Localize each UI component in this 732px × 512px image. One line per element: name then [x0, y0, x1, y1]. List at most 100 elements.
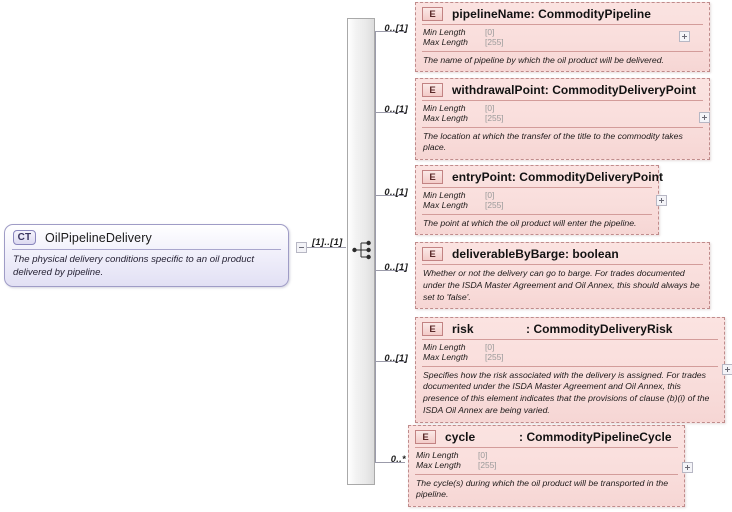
element-header: E deliverableByBarge : boolean: [416, 243, 709, 264]
root-node-title: OilPipelineDelivery: [45, 230, 152, 245]
facet-min-length: Min Length [0]: [423, 190, 652, 200]
facet-max-length: Max Length [255]: [423, 113, 703, 123]
element-divider: [422, 24, 703, 25]
element-header: E pipelineName : CommodityPipeline: [416, 3, 709, 24]
cardinality-label-cycle: 0..*: [390, 453, 406, 464]
root-connector-line: [307, 247, 346, 248]
expand-withdrawalpoint-icon[interactable]: [699, 112, 710, 123]
facet-max-length-value: [255]: [485, 37, 504, 48]
element-facets: Min Length [0] Max Length [255]: [416, 340, 724, 366]
expand-risk-icon[interactable]: [722, 364, 732, 375]
facet-min-length: Min Length [0]: [416, 450, 678, 460]
complex-type-badge-icon: CT: [13, 230, 36, 245]
element-header: E cycle : CommodityPipelineCycle: [409, 426, 684, 447]
element-type: : CommodityDeliveryPoint: [512, 170, 663, 184]
facet-max-length-label: Max Length: [423, 352, 468, 363]
root-node-header: CT OilPipelineDelivery: [5, 225, 288, 249]
element-box-risk[interactable]: E risk : CommodityDeliveryRisk Min Lengt…: [415, 317, 725, 423]
element-type-separator: :: [526, 322, 531, 336]
element-type-name: CommodityPipeline: [538, 7, 651, 21]
facet-min-length: Min Length [0]: [423, 103, 703, 113]
element-name: deliverableByBarge: [452, 247, 565, 261]
element-type-name: boolean: [572, 247, 619, 261]
collapse-root-icon[interactable]: [296, 242, 307, 253]
element-description: The name of pipeline by which the oil pr…: [423, 54, 664, 65]
facet-max-length: Max Length [255]: [416, 460, 678, 470]
element-divider: [422, 264, 703, 265]
cardinality-label-withdrawalpoint: 0..[1]: [384, 103, 408, 114]
facet-min-length-label: Min Length: [423, 342, 466, 352]
element-badge-icon: E: [422, 170, 443, 184]
facet-max-length-label: Max Length: [423, 37, 468, 48]
root-cardinality-label: [1]..[1]: [312, 236, 343, 247]
tree-branch-stub: [375, 112, 407, 113]
element-box-deliverablebybarge[interactable]: E deliverableByBarge : boolean Whether o…: [415, 242, 710, 310]
element-type-name: CommodityDeliveryPoint: [552, 83, 696, 97]
root-node-description: The physical delivery conditions specifi…: [13, 254, 255, 278]
cardinality-label-risk: 0..[1]: [384, 352, 408, 363]
tree-branch-stub: [375, 270, 407, 271]
element-header: E entryPoint : CommodityDeliveryPoint: [416, 166, 663, 187]
facet-max-length: Max Length [255]: [423, 352, 718, 362]
element-divider: [422, 50, 703, 52]
element-badge-icon: E: [422, 83, 443, 97]
root-node-divider: [12, 249, 281, 250]
facet-max-length-label: Max Length: [423, 113, 468, 124]
element-type-separator: :: [544, 83, 549, 97]
element-divider: [422, 339, 718, 340]
facet-max-length: Max Length [255]: [423, 37, 703, 47]
facet-min-length: Min Length [0]: [423, 342, 718, 352]
element-description: The cycle(s) during which the oil produc…: [416, 477, 669, 500]
element-divider: [422, 365, 718, 367]
expand-cycle-icon[interactable]: [682, 462, 693, 473]
element-facets: Min Length [0] Max Length [255]: [416, 188, 658, 214]
element-facets: Min Length [0] Max Length [255]: [416, 25, 709, 51]
element-type-separator: :: [530, 7, 535, 21]
facet-min-length-value: [0]: [485, 342, 495, 352]
element-name: pipelineName: [452, 7, 531, 21]
element-facets: Min Length [0] Max Length [255]: [409, 448, 684, 474]
facet-min-length-label: Min Length: [423, 27, 466, 37]
expand-pipelinename-icon[interactable]: [679, 31, 690, 42]
element-type: : CommodityPipeline: [531, 7, 651, 21]
element-name: cycle: [445, 430, 476, 444]
element-type-name: CommodityDeliveryRisk: [533, 322, 673, 336]
element-name: withdrawalPoint: [452, 83, 545, 97]
facet-max-length-value: [255]: [485, 352, 504, 363]
element-badge-icon: E: [422, 322, 443, 336]
element-description: Whether or not the delivery can go to ba…: [423, 268, 700, 302]
element-type-separator: :: [519, 430, 524, 444]
element-box-withdrawalpoint[interactable]: E withdrawalPoint : CommodityDeliveryPoi…: [415, 78, 710, 161]
root-complex-type-node[interactable]: CT OilPipelineDelivery The physical deli…: [4, 224, 289, 288]
element-divider: [415, 447, 678, 448]
tree-branch-stub: [375, 462, 405, 463]
element-box-entrypoint[interactable]: E entryPoint : CommodityDeliveryPoint Mi…: [415, 165, 663, 236]
element-badge-icon: E: [415, 430, 436, 444]
facet-min-length-label: Min Length: [416, 450, 459, 460]
cardinality-label-entrypoint: 0..[1]: [384, 186, 408, 197]
element-divider: [422, 187, 652, 188]
element-header: E withdrawalPoint : CommodityDeliveryPoi…: [416, 79, 709, 100]
element-type: : CommodityDeliveryPoint: [545, 83, 696, 97]
element-divider: [422, 126, 703, 128]
element-type: : CommodityDeliveryRisk: [526, 322, 673, 336]
tree-trunk-line: [375, 31, 376, 463]
facet-min-length-value: [0]: [485, 103, 495, 113]
element-box-cycle[interactable]: E cycle : CommodityPipelineCycle Min Len…: [408, 425, 685, 508]
element-description: Specifies how the risk associated with t…: [423, 369, 710, 416]
element-badge-icon: E: [422, 247, 443, 261]
facet-min-length-label: Min Length: [423, 190, 466, 200]
tree-branch-stub: [375, 31, 407, 32]
element-description: The location at which the transfer of th…: [423, 130, 683, 153]
facet-max-length-value: [255]: [485, 113, 504, 124]
expand-entrypoint-icon[interactable]: [656, 195, 667, 206]
facet-min-length-value: [0]: [485, 27, 495, 37]
element-box-pipelinename[interactable]: E pipelineName : CommodityPipeline Min L…: [415, 2, 710, 73]
facet-min-length-label: Min Length: [423, 103, 466, 113]
element-header: E risk : CommodityDeliveryRisk: [416, 318, 724, 339]
facet-max-length-value: [255]: [485, 200, 504, 211]
element-type-name: CommodityPipelineCycle: [526, 430, 672, 444]
element-type-separator: :: [511, 170, 516, 184]
element-divider: [422, 100, 703, 101]
sequence-icon: [352, 240, 374, 260]
